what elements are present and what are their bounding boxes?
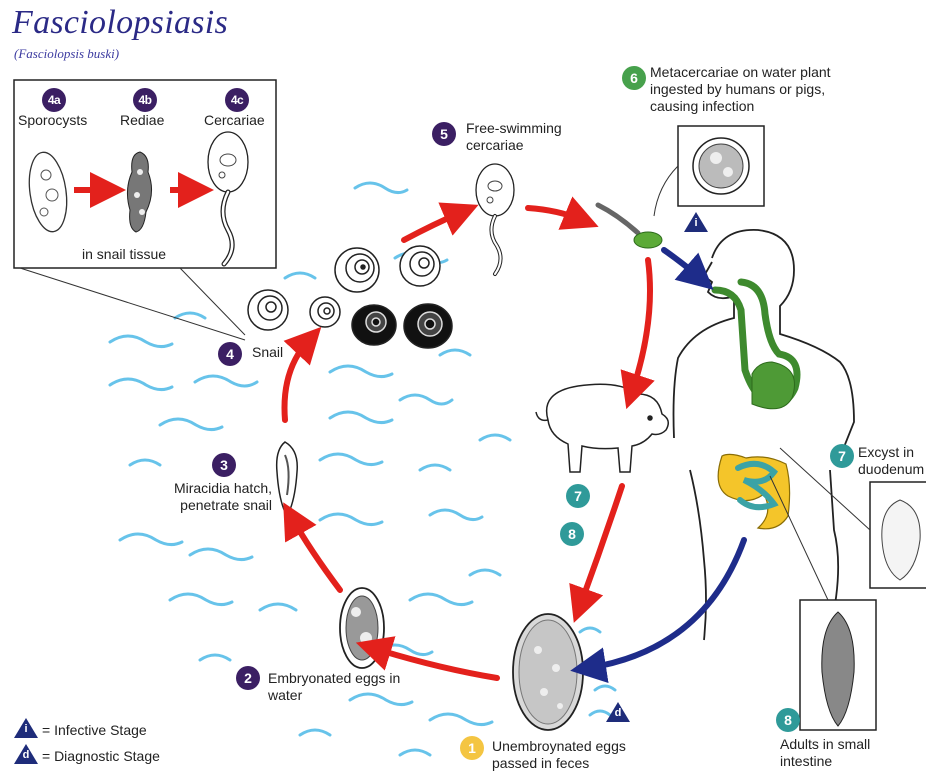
stage-4-label: Snail	[252, 344, 283, 361]
miracidium-illustration	[277, 442, 298, 516]
stage-1-label: Unembroynated eggs passed in feces	[492, 738, 672, 772]
free-swimming-cercaria-illustration	[476, 164, 514, 274]
stage-4b-badge: 4b	[133, 88, 157, 112]
stage-7-badge: 7	[830, 444, 854, 468]
stage-4a-label: Sporocysts	[18, 112, 87, 129]
diagram-subtitle: (Fasciolopsis buski)	[14, 46, 119, 62]
legend-diagnostic-text: = Diagnostic Stage	[42, 748, 160, 764]
diagnostic-marker-letter: d	[614, 707, 622, 719]
adult-pointer-line	[770, 476, 828, 600]
stage-4a-badge: 4a	[42, 88, 66, 112]
stage-6-label: Metacercariae on water plant ingested by…	[650, 64, 840, 115]
stage-2-badge: 2	[236, 666, 260, 690]
inset-caption: in snail tissue	[82, 246, 166, 263]
metacercaria-illustration	[693, 138, 749, 194]
stage-8-badge: 8	[776, 708, 800, 732]
stage-5-badge: 5	[432, 122, 456, 146]
infective-marker-letter: i	[692, 217, 700, 229]
stage-1-badge: 1	[460, 736, 484, 760]
diagnostic-stage-marker: d	[606, 702, 630, 722]
legend-diagnostic-symbol: d	[14, 744, 38, 764]
legend-infective-text: = Infective Stage	[42, 722, 147, 738]
stage-4b-label: Rediae	[120, 112, 164, 129]
unembryonated-egg-illustration	[513, 614, 583, 730]
human-body-illustration	[674, 230, 855, 640]
stage-6-badge: 6	[622, 66, 646, 90]
stage-4c-badge: 4c	[225, 88, 249, 112]
legend-infective-symbol: i	[14, 718, 38, 738]
infective-stage-marker: i	[684, 212, 708, 232]
legend-diagnostic-letter: d	[22, 749, 30, 761]
excyst-pointer-line	[780, 448, 870, 530]
stage-4-badge: 4	[218, 342, 242, 366]
stage-8-label: Adults in small intestine	[780, 736, 900, 770]
water-plant-spoon-illustration	[598, 205, 662, 248]
stage-7-label: Excyst in duodenum	[858, 444, 926, 478]
stage-3-label: Miracidia hatch, penetrate snail	[136, 480, 272, 514]
stage-5-label: Free-swimming cercariae	[466, 120, 596, 154]
inset-pointer-line-2	[180, 268, 245, 335]
pig-stage-7-badge: 7	[566, 484, 590, 508]
diagram-title: Fasciolopsiasis	[12, 4, 228, 42]
pig-illustration	[536, 384, 668, 472]
metacercaria-pointer-line	[654, 166, 678, 216]
legend-infective-letter: i	[22, 723, 30, 735]
snail-shells-illustration	[248, 246, 452, 348]
embryonated-egg-illustration	[340, 588, 384, 668]
stage-4c-label: Cercariae	[204, 112, 265, 129]
pig-stage-8-badge: 8	[560, 522, 584, 546]
stage-3-badge: 3	[212, 453, 236, 477]
inset-pointer-line-1	[20, 268, 245, 340]
stage-2-label: Embryonated eggs in water	[268, 670, 418, 704]
